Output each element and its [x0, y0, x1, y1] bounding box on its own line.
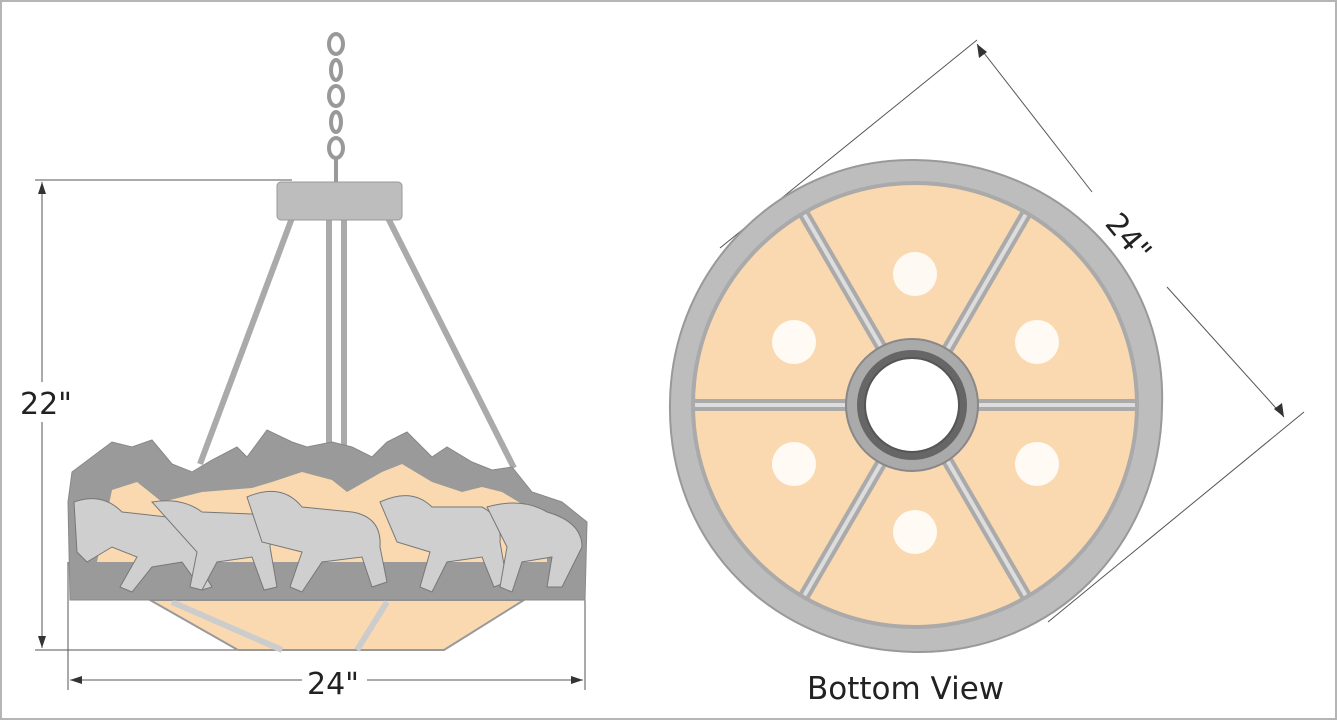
center-bulb: [864, 357, 960, 453]
bottom-view-fixture: [668, 158, 1164, 654]
canopy: [276, 181, 403, 221]
arrowheads: [38, 182, 583, 684]
chain-icon: [327, 32, 345, 182]
rods: [197, 216, 517, 470]
diagonal-arrowheads: [977, 44, 1284, 417]
light-glows: [772, 252, 1059, 554]
height-label: 22": [20, 387, 72, 422]
bottom-dimension-lines: [719, 39, 1305, 623]
width-label: 24": [307, 667, 359, 702]
horses-cutout: [73, 490, 583, 593]
bowl-shade: [146, 599, 528, 651]
bowl-spokes: [170, 599, 390, 653]
bottom-view-caption: Bottom View: [807, 671, 1004, 707]
